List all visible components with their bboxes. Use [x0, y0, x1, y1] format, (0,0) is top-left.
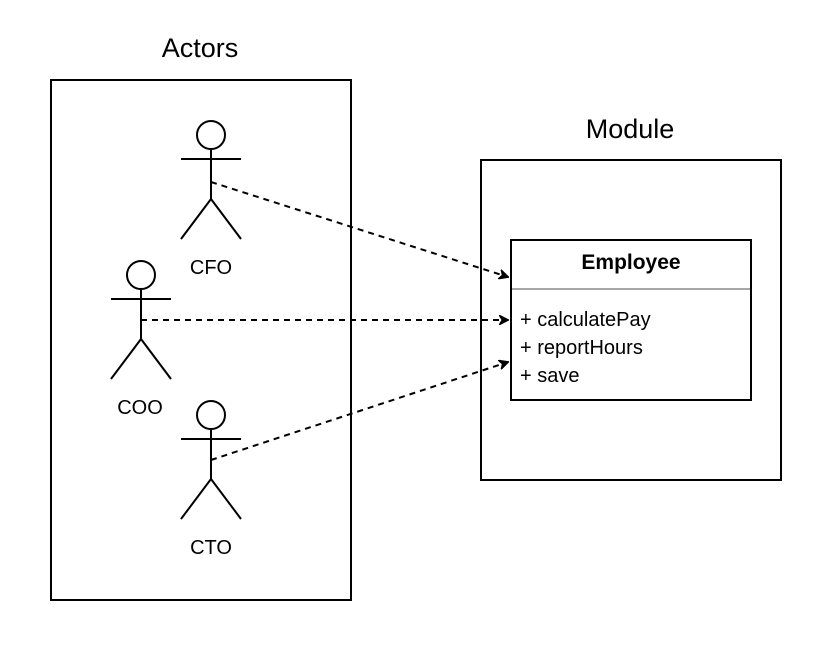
actor-coo-icon[interactable] [110, 260, 172, 380]
class-operations: + calculatePay + reportHours + save [520, 306, 651, 390]
class-divider [512, 288, 750, 290]
actor-cfo-icon[interactable] [180, 120, 242, 240]
dependency-cfo-employee[interactable] [210, 181, 508, 277]
employee-class-box[interactable]: Employee + calculatePay + reportHours + … [510, 239, 752, 401]
dependency-cto-employee[interactable] [210, 362, 508, 461]
actor-label-cfo: CFO [189, 257, 233, 279]
actor-cto-icon[interactable] [180, 400, 242, 520]
operation-report-hours: + reportHours [520, 337, 643, 359]
actors-container [50, 79, 352, 601]
operation-save: + save [520, 365, 580, 387]
actors-title: Actors [161, 33, 239, 63]
operation-calculate-pay: + calculatePay [520, 309, 651, 331]
actor-label-coo: COO [117, 397, 163, 419]
class-name: Employee [581, 251, 681, 274]
actor-label-cto: CTO [190, 537, 232, 559]
module-title: Module [585, 114, 675, 144]
